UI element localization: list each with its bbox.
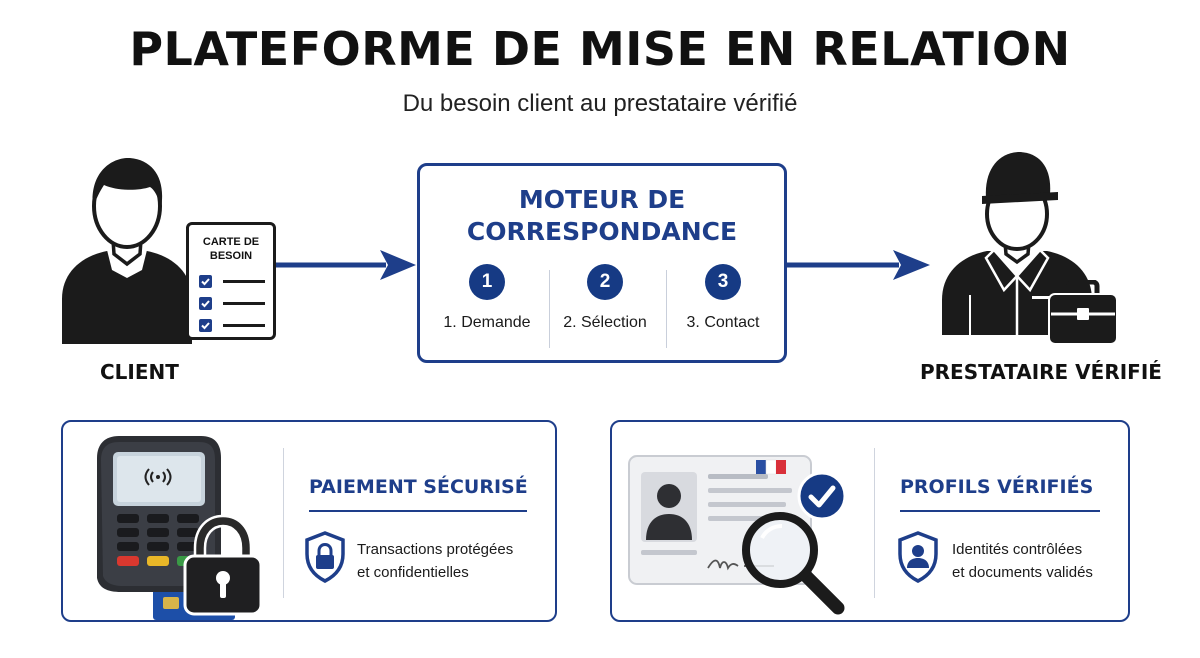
need-card-title-line-1: CARTE DE	[202, 236, 260, 248]
verified-check-icon	[797, 471, 847, 521]
checkbox-icon	[199, 319, 212, 332]
arrow-right-icon	[276, 250, 416, 280]
profiles-title: PROFILS VÉRIFIÉS	[900, 476, 1094, 498]
engine-title: MOTEUR DE CORRESPONDANCE	[420, 184, 784, 248]
step-number-badge: 3	[705, 264, 741, 300]
magnifier-icon	[742, 512, 845, 615]
payment-description: Transactions protégées et confidentielle…	[357, 538, 513, 584]
arrow-right-icon	[787, 250, 930, 280]
step-number-badge: 1	[469, 264, 505, 300]
profiles-description-line-2: et documents validés	[952, 564, 1093, 581]
briefcase-icon	[1048, 280, 1118, 345]
lock-shield-icon	[305, 531, 345, 583]
step-demande: 1 1. Demande	[428, 264, 546, 332]
checkbox-icon	[199, 275, 212, 288]
client-person-icon	[62, 157, 192, 344]
page-subtitle: Du besoin client au prestataire vérifié	[402, 90, 798, 117]
payment-description-line-2: et confidentielles	[357, 564, 469, 581]
page-title: PLATEFORME DE MISE EN RELATION	[129, 22, 1071, 76]
user-shield-icon	[898, 531, 938, 583]
step-selection: 2 2. Sélection	[546, 264, 664, 332]
checklist-row	[199, 297, 269, 311]
provider-label: PRESTATAIRE VÉRIFIÉ	[920, 360, 1162, 384]
need-card-title: CARTE DE BESOIN	[189, 235, 273, 263]
engine-title-line-2: CORRESPONDANCE	[466, 217, 738, 246]
payment-panel: PAIEMENT SÉCURISÉ Transactions protégées…	[61, 420, 557, 622]
profiles-panel: PROFILS VÉRIFIÉS Identités contrôlées et…	[610, 420, 1130, 622]
need-card: CARTE DE BESOIN	[186, 222, 276, 340]
payment-title: PAIEMENT SÉCURISÉ	[309, 476, 528, 498]
payment-terminal-icon	[97, 436, 263, 620]
checklist-row	[199, 319, 269, 333]
step-label: 1. Demande	[443, 314, 531, 331]
profiles-description: Identités contrôlées et documents validé…	[952, 538, 1093, 584]
checklist-row	[199, 275, 269, 289]
step-label: 3. Contact	[686, 314, 760, 331]
checkbox-icon	[199, 297, 212, 310]
engine-title-line-1: MOTEUR DE	[518, 185, 686, 214]
need-card-title-line-2: BESOIN	[209, 250, 253, 262]
payment-description-line-1: Transactions protégées	[357, 541, 514, 558]
matching-engine-box: MOTEUR DE CORRESPONDANCE 1 1. Demande 2 …	[417, 163, 787, 363]
step-contact: 3 3. Contact	[664, 264, 782, 332]
profiles-description-line-1: Identités contrôlées	[952, 541, 1083, 558]
step-number-badge: 2	[587, 264, 623, 300]
step-label: 2. Sélection	[563, 314, 647, 331]
client-label: CLIENT	[100, 360, 179, 384]
